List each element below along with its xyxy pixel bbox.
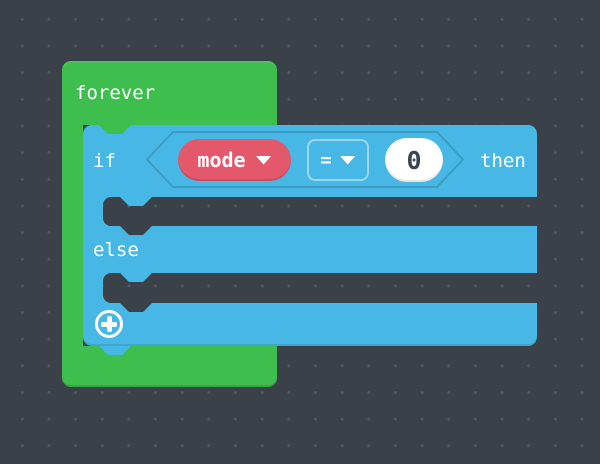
dropdown-arrow-icon — [255, 155, 272, 165]
forever-block-bottom-bar[interactable] — [62, 346, 277, 387]
forever-block[interactable]: forever — [62, 61, 277, 387]
then-slot-connector-tab — [120, 197, 152, 206]
else-slot-connector-tab — [120, 273, 152, 282]
number-field[interactable]: 0 — [385, 138, 443, 182]
variable-dropdown[interactable]: mode — [178, 139, 291, 181]
forever-block-top-bar[interactable] — [62, 61, 277, 125]
forever-cavity-connector-tab — [99, 125, 131, 134]
operator-dropdown[interactable]: = — [307, 139, 369, 181]
if-else-block[interactable]: if then else mode = 0 — [83, 125, 537, 346]
expand-if-button[interactable] — [95, 310, 123, 338]
dropdown-arrow-icon — [339, 155, 356, 165]
plus-icon — [106, 316, 112, 332]
forever-label: forever — [75, 82, 156, 104]
condition-slot-hexagon — [146, 131, 464, 188]
else-bar-connector-dip — [120, 226, 152, 235]
else-branch-slot — [103, 273, 537, 303]
operator-value: = — [320, 149, 332, 171]
bottom-bar-connector-dip — [120, 303, 152, 312]
number-value: 0 — [406, 145, 422, 175]
if-label: if — [93, 149, 116, 172]
else-label: else — [93, 238, 139, 261]
forever-block-left-spine[interactable] — [62, 125, 83, 346]
then-label: then — [480, 149, 526, 172]
variable-name: mode — [197, 148, 246, 172]
if-block-bottom-connector-tab — [99, 346, 131, 355]
then-branch-slot — [103, 197, 537, 226]
